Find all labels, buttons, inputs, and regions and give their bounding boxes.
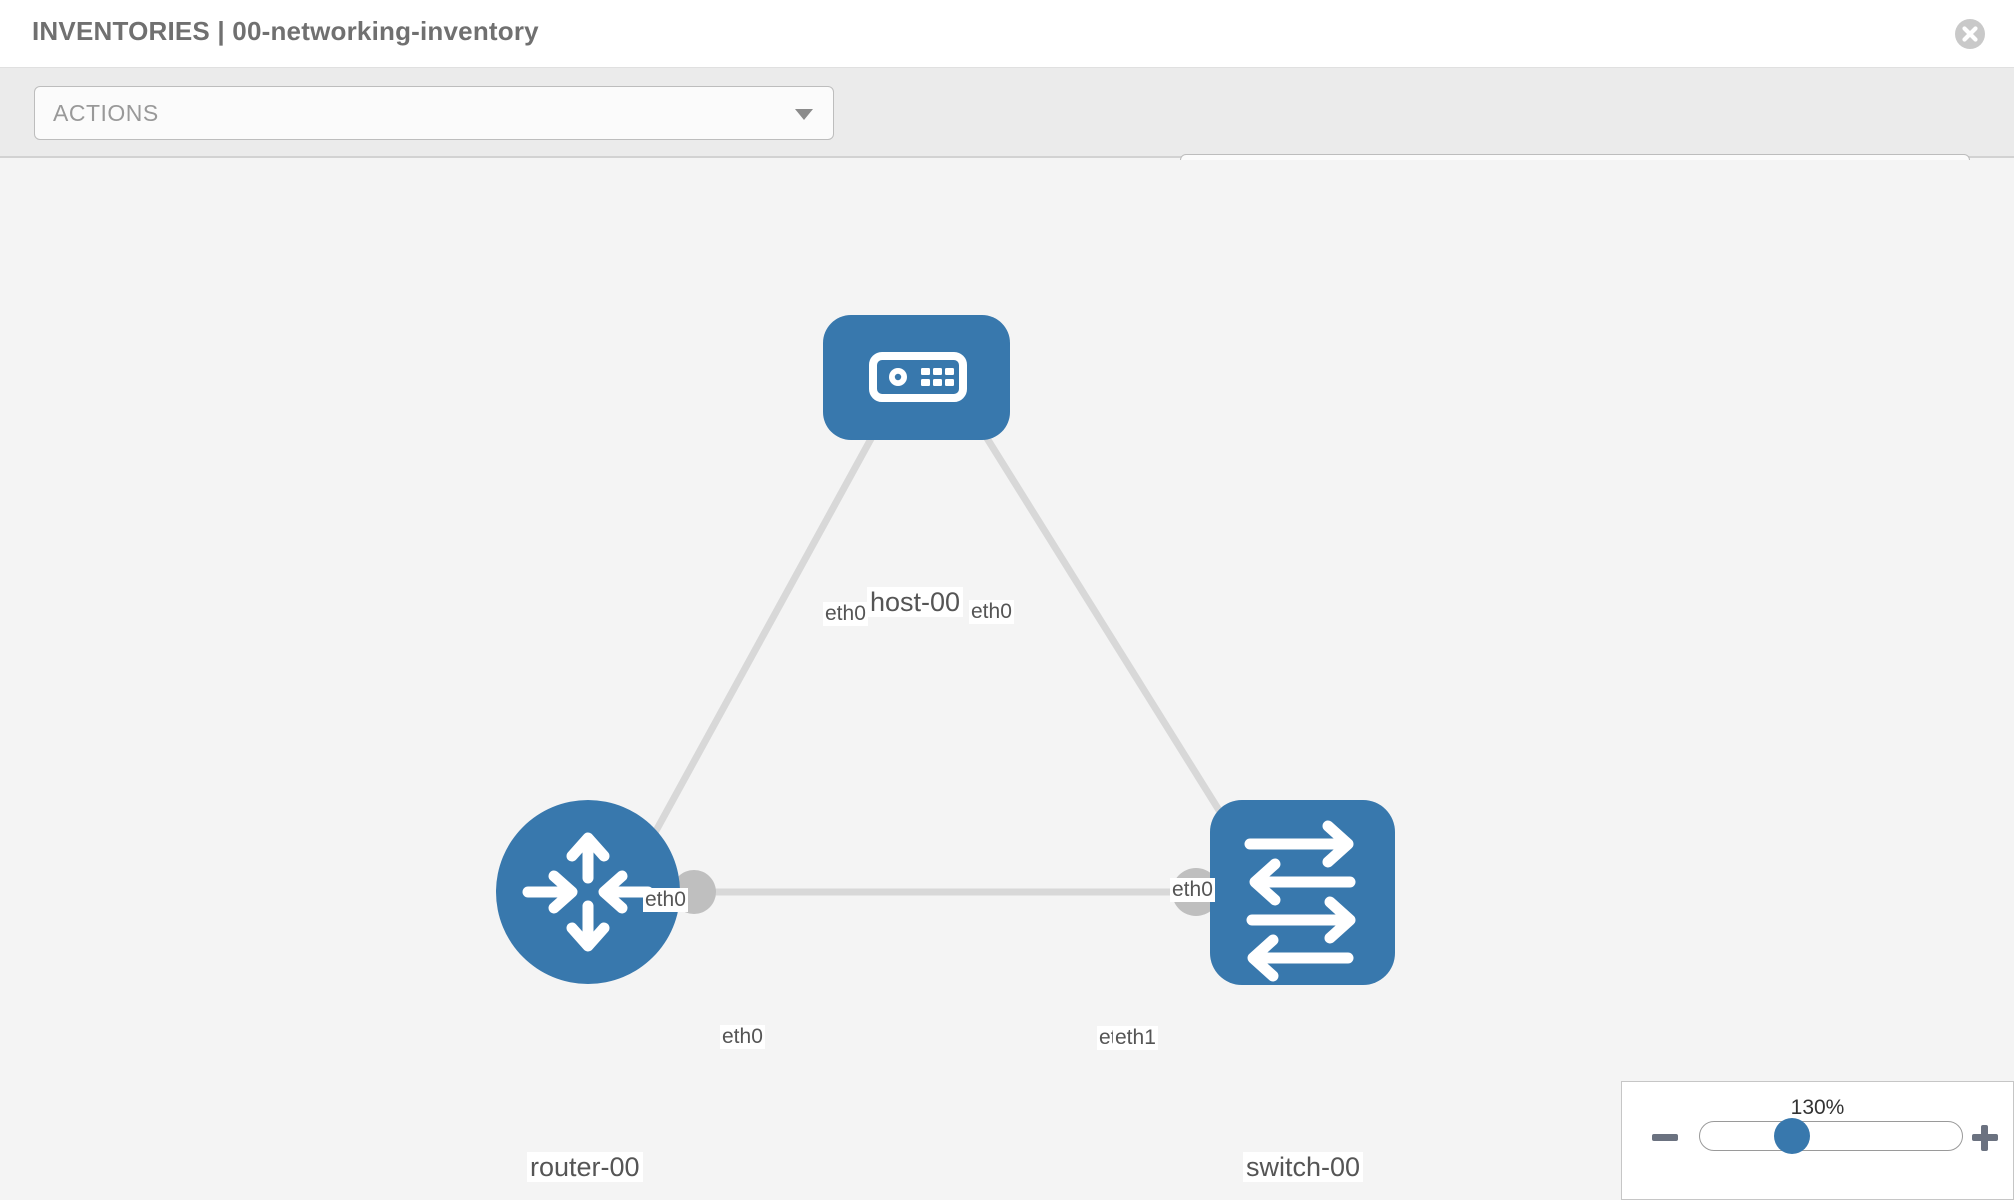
router-arrows-icon bbox=[522, 832, 654, 952]
server-icon bbox=[869, 352, 967, 402]
node-label-switch: switch-00 bbox=[1243, 1152, 1364, 1183]
zoom-percent-label: 130% bbox=[1790, 1096, 1845, 1119]
node-switch-00 bbox=[1210, 800, 1395, 985]
topology-edges bbox=[636, 393, 1253, 896]
node-label-router: router-00 bbox=[527, 1152, 643, 1183]
iface-label: eth0 bbox=[643, 888, 688, 913]
zoom-slider-thumb[interactable] bbox=[1774, 1118, 1810, 1154]
minus-icon[interactable] bbox=[1652, 1134, 1678, 1141]
actions-dropdown[interactable]: ACTIONS bbox=[34, 86, 834, 140]
iface-label: eth0 bbox=[969, 600, 1014, 625]
plus-icon-vertical[interactable] bbox=[1981, 1125, 1988, 1151]
edge-host-switch bbox=[957, 393, 1253, 862]
node-label-host: host-00 bbox=[867, 587, 964, 618]
iface-label: eth0 bbox=[823, 602, 868, 627]
topology-graph bbox=[496, 315, 1395, 985]
zoom-control-panel: 130% bbox=[1621, 1081, 2014, 1200]
switch-arrows-icon bbox=[1244, 820, 1356, 982]
titlebar: INVENTORIES | 00-networking-inventory bbox=[0, 0, 2014, 68]
edge-host-router bbox=[636, 393, 899, 862]
node-host-00 bbox=[823, 315, 1010, 440]
node-router-00 bbox=[496, 800, 680, 984]
actions-dropdown-label: ACTIONS bbox=[53, 100, 159, 126]
chevron-down-icon bbox=[795, 109, 813, 120]
iface-label: eth1 bbox=[1113, 1026, 1158, 1051]
topology-canvas[interactable]: eth0 eth0 eth0 eth0 eth0 eth eth1 host-0… bbox=[0, 160, 2014, 1200]
close-icon[interactable] bbox=[1954, 18, 1986, 50]
zoom-slider[interactable] bbox=[1699, 1121, 1963, 1151]
page-title: INVENTORIES | 00-networking-inventory bbox=[32, 16, 539, 46]
iface-label: eth0 bbox=[1170, 878, 1215, 903]
toolbar: ACTIONS SEARCH bbox=[0, 68, 2014, 208]
iface-label: eth0 bbox=[720, 1025, 765, 1050]
